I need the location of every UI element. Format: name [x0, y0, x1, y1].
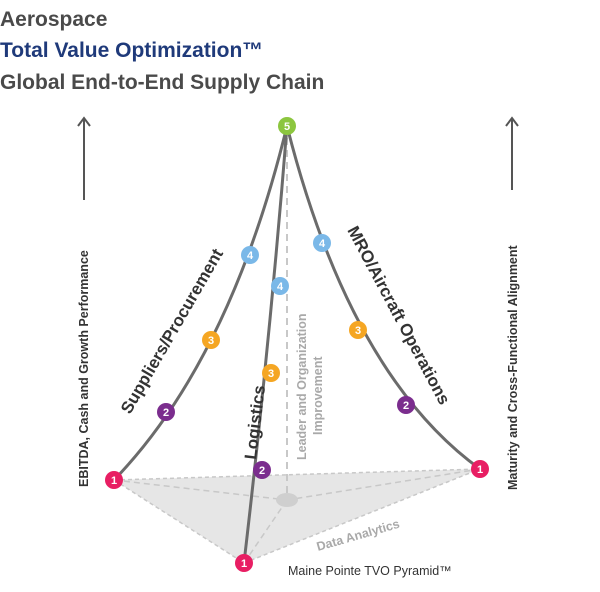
node-logistics-4: 4 [271, 277, 289, 295]
svg-text:4: 4 [319, 238, 326, 250]
title-aerospace: Aerospace [0, 8, 108, 31]
base-dashed-front [243, 499, 288, 564]
node-mro-1: 1 [471, 460, 489, 478]
title-supply-chain: Global End-to-End Supply Chain [0, 71, 325, 94]
node-suppliers-4: 4 [241, 246, 259, 264]
svg-text:2: 2 [163, 407, 169, 419]
node-mro-4: 4 [313, 234, 331, 252]
base-dashed-left [113, 479, 288, 501]
svg-text:4: 4 [247, 250, 254, 262]
node-logistics-2: 2 [253, 461, 271, 479]
base-dashed-right [286, 468, 481, 501]
right-axis-label: Maturity and Cross-Functional Alignment [506, 244, 520, 490]
node-logistics-1: 1 [235, 554, 253, 572]
svg-text:3: 3 [208, 335, 214, 347]
mro-label: MRO/Aircraft Operations [343, 223, 453, 408]
node-suppliers-2: 2 [157, 403, 175, 421]
pyramid-base [111, 468, 481, 564]
logistics-label: Logistics [241, 384, 269, 460]
svg-text:3: 3 [268, 368, 274, 380]
svg-text:5: 5 [284, 121, 290, 133]
center-label-line2: Improvement [311, 356, 325, 435]
edge-logistics [242, 125, 289, 564]
svg-text:2: 2 [259, 465, 265, 477]
node-mro-3: 3 [349, 321, 367, 339]
node-apex-5: 5 [278, 117, 296, 135]
svg-text:3: 3 [355, 325, 361, 337]
svg-text:4: 4 [277, 281, 284, 293]
title-tvo: Total Value Optimization™ [0, 39, 264, 62]
edge-suppliers [112, 125, 289, 482]
node-logistics-3: 3 [262, 364, 280, 382]
pyramid-caption: Maine Pointe TVO Pyramid™ [288, 564, 452, 578]
right-arrow-head [505, 116, 519, 127]
svg-text:1: 1 [241, 558, 247, 570]
edge-mro [285, 125, 481, 471]
center-label-line1: Leader and Organization [295, 313, 309, 460]
left-arrow-head [77, 116, 91, 127]
center-node [276, 493, 298, 507]
svg-text:1: 1 [477, 464, 483, 476]
svg-text:1: 1 [111, 475, 117, 487]
node-suppliers-3: 3 [202, 331, 220, 349]
left-axis-label: EBITDA, Cash and Growth Performance [77, 250, 91, 487]
node-suppliers-1: 1 [105, 471, 123, 489]
svg-text:2: 2 [403, 400, 409, 412]
node-mro-2: 2 [397, 396, 415, 414]
